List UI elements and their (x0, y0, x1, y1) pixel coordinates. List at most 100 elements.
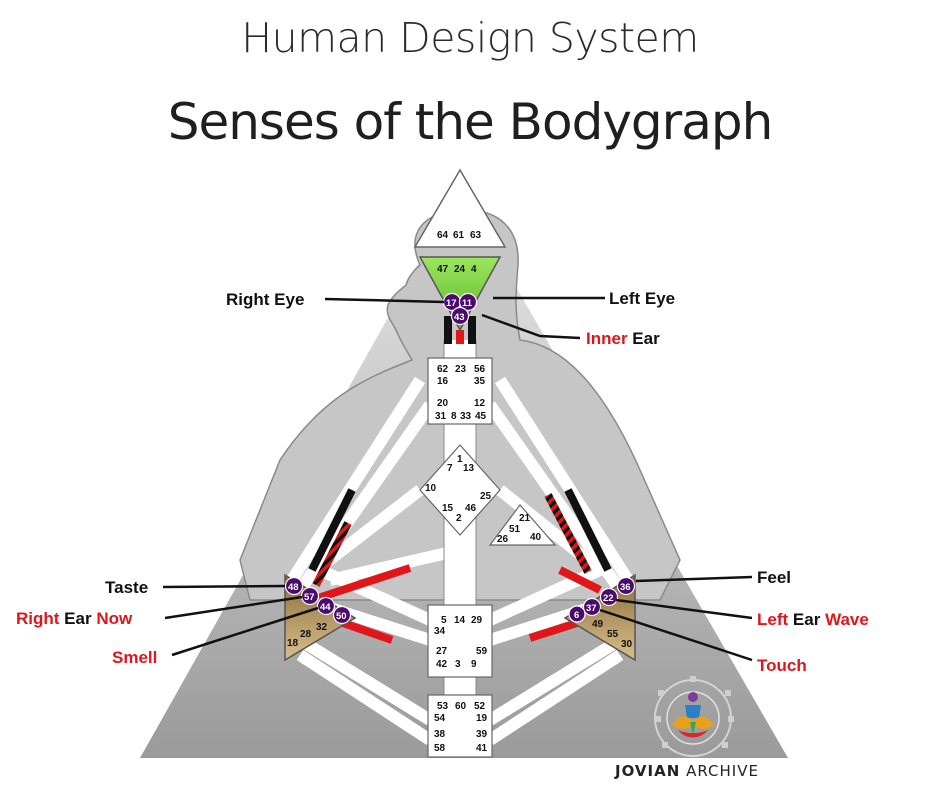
leader-lines (162, 296, 753, 662)
gate-number: 10 (425, 483, 437, 494)
label-right: Right (16, 609, 60, 628)
gate-number: 51 (509, 524, 521, 535)
gate-number: 64 (437, 230, 449, 241)
solar-gates: 49 55 30 (592, 619, 633, 650)
label-inner-ear: Inner Ear (586, 329, 660, 348)
label-left-eye: Left Eye (609, 289, 675, 308)
spleen-gates: 32 28 18 (287, 622, 328, 649)
gate-number: 3 (455, 659, 461, 670)
channel-red-spleen-top (316, 564, 412, 602)
spleen-circled-gates: 48 57 44 50 (284, 576, 352, 625)
gate-number: 60 (455, 701, 467, 712)
label-right-eye: Right Eye (226, 290, 304, 309)
gate-number: 48 (288, 582, 299, 593)
gate-number: 40 (530, 532, 542, 543)
sacral-gates: 5 14 29 34 27 59 42 3 9 (434, 615, 488, 670)
gate-number: 21 (519, 513, 531, 524)
gate-number: 22 (603, 593, 614, 604)
gate-number: 11 (462, 298, 473, 309)
gate-number: 15 (442, 503, 454, 514)
gate-number: 31 (435, 411, 447, 422)
gate-number: 35 (474, 376, 486, 387)
head-gates: 64 61 63 (437, 230, 482, 241)
gate-number: 2 (456, 513, 462, 524)
gate-number: 32 (316, 622, 328, 633)
gate-number: 52 (474, 701, 486, 712)
gate-number: 49 (592, 619, 604, 630)
gate-number: 38 (434, 729, 446, 740)
gate-number: 9 (471, 659, 477, 670)
gate-number: 27 (436, 646, 448, 657)
gate-number: 4 (471, 264, 477, 275)
ajna-center (418, 256, 502, 332)
gate-number: 33 (460, 411, 472, 422)
gate-number: 6 (574, 610, 579, 621)
g-gates: 1 7 13 10 25 15 46 2 (425, 454, 492, 524)
throat-gates: 62 23 56 16 35 20 12 31 8 33 45 (435, 364, 487, 422)
gate-number: 23 (455, 364, 467, 375)
gate-number: 50 (336, 611, 347, 622)
gate-number: 30 (621, 639, 633, 650)
gate-number: 56 (474, 364, 486, 375)
brand-light: ARCHIVE (686, 762, 759, 780)
gate-number: 37 (586, 603, 597, 614)
gate-number: 14 (454, 615, 466, 626)
brand-strong: JOVIAN (615, 762, 681, 780)
channel-black-right (564, 488, 612, 572)
label-feel: Feel (757, 568, 791, 587)
channel-hatch-left (312, 521, 352, 587)
gate-number: 28 (300, 629, 312, 640)
label-ear: Ear (64, 609, 92, 628)
root-gates: 53 60 52 54 19 38 39 58 41 (434, 701, 488, 754)
label-right-ear-now: Right Ear Now (16, 609, 133, 628)
gate-number: 26 (497, 534, 509, 545)
gate-number: 7 (447, 463, 453, 474)
gate-number: 20 (437, 398, 449, 409)
label-left-ear-wave: Left Ear Wave (757, 610, 869, 629)
solar-circled-gates: 36 22 37 6 (568, 576, 636, 623)
throat-center (427, 357, 493, 425)
gate-number: 5 (441, 615, 447, 626)
jovian-archive-logo (654, 676, 734, 757)
ajna-gates: 47 24 4 (437, 264, 477, 275)
channel-red-solar-top (558, 566, 602, 594)
g-center (419, 444, 501, 536)
gate-number: 36 (620, 582, 631, 593)
gate-number: 29 (471, 615, 483, 626)
gate-number: 55 (607, 629, 619, 640)
gate-number: 24 (454, 264, 466, 275)
channel-red-solar-low (528, 618, 582, 642)
gate-number: 47 (437, 264, 449, 275)
root-center (427, 694, 493, 758)
gate-number: 19 (476, 713, 488, 724)
label-smell: Smell (112, 648, 157, 667)
gate-number: 62 (437, 364, 449, 375)
label-inner: Inner (586, 329, 628, 348)
gate-number: 12 (474, 398, 486, 409)
gate-number: 43 (454, 312, 465, 323)
ego-gates: 21 51 26 40 (497, 513, 542, 545)
channel-hatch-right (544, 493, 592, 574)
gate-number: 39 (476, 729, 488, 740)
gate-number: 61 (453, 230, 465, 241)
ajna-throat-red (456, 330, 464, 344)
gate-number: 8 (451, 411, 457, 422)
gate-number: 54 (434, 713, 446, 724)
brand-wordmark: JOVIAN ARCHIVE (615, 762, 759, 780)
label-ear: Ear (632, 329, 660, 348)
channel-black-left (308, 488, 356, 572)
gate-number: 25 (480, 491, 492, 502)
gate-number: 34 (434, 626, 446, 637)
channel-red-spleen-low (338, 618, 394, 644)
page-title: Human Design System (241, 14, 699, 62)
label-taste: Taste (105, 578, 148, 597)
gate-number: 1 (457, 454, 463, 465)
gate-number: 16 (437, 376, 449, 387)
ajna-throat-black-right (468, 316, 476, 344)
page-subtitle: Senses of the Bodygraph (167, 93, 774, 151)
label-ear: Ear (793, 610, 821, 629)
ajna-throat-black-left (444, 316, 452, 344)
gate-number: 41 (476, 743, 488, 754)
gate-number: 44 (320, 602, 331, 613)
gate-number: 17 (446, 298, 457, 309)
